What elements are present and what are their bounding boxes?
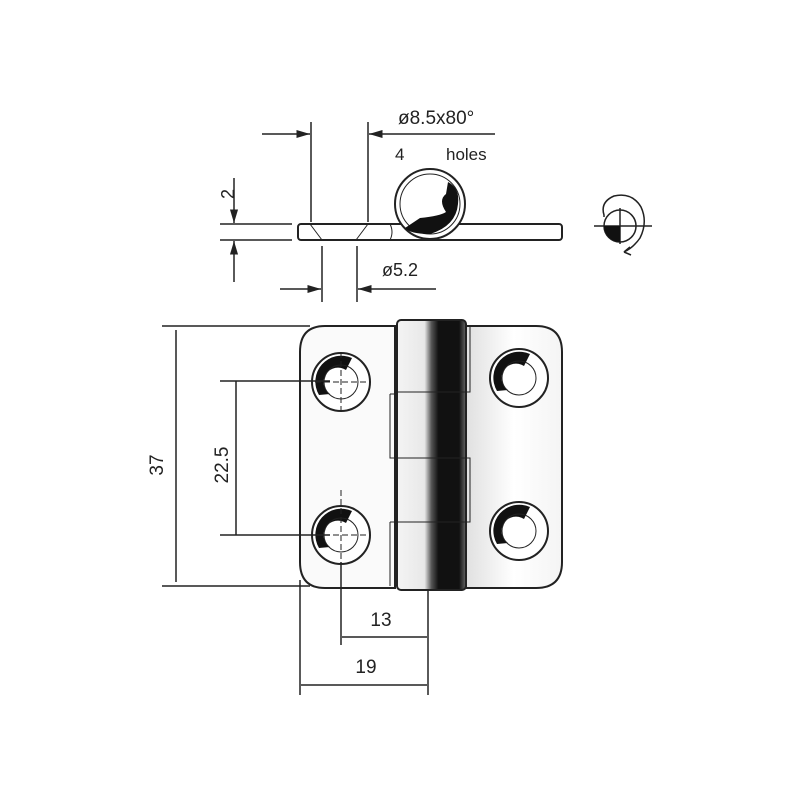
countersink-profile xyxy=(309,223,393,241)
countersink-label: ø8.5x80° xyxy=(398,108,474,129)
hole-spacing-label: 22.5 xyxy=(212,447,233,484)
thickness-label: 2 xyxy=(218,189,238,199)
leaf-width-label: 19 xyxy=(355,657,376,678)
first-angle-projection-icon xyxy=(594,194,652,256)
height-label: 37 xyxy=(147,454,168,475)
front-view: 37 22.5 13 19 xyxy=(147,319,563,695)
hole-diameter-label: ø5.2 xyxy=(382,260,418,280)
hole-offset-label: 13 xyxy=(370,610,391,631)
hole-word: holes xyxy=(446,145,487,164)
top-view: ø8.5x80° 4 holes 2 ø5.2 xyxy=(218,108,563,302)
mounting-hole xyxy=(489,348,549,408)
pin-shading xyxy=(405,182,459,234)
hole-count: 4 xyxy=(395,145,404,164)
mounting-hole xyxy=(489,501,549,561)
knuckle xyxy=(396,319,467,591)
